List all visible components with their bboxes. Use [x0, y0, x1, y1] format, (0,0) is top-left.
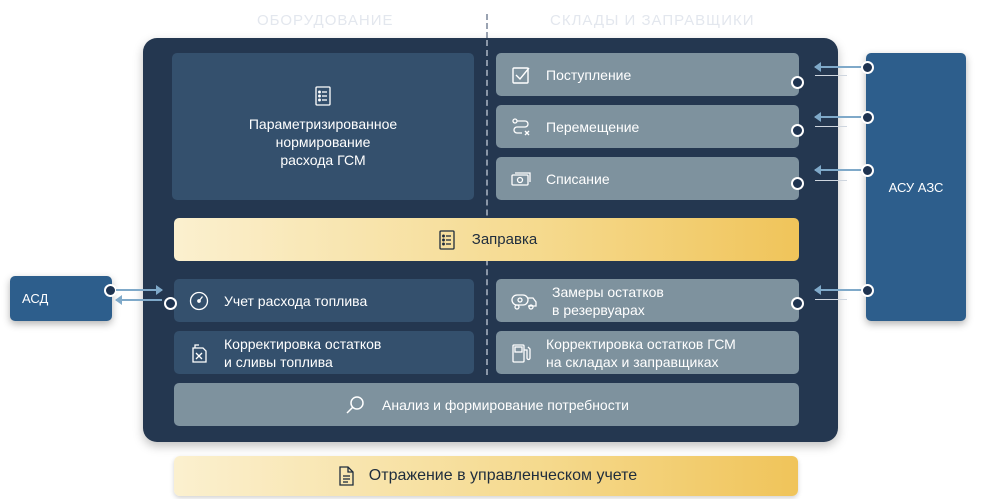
- correction-left-box[interactable]: Корректировка остатков и сливы топлива: [174, 331, 474, 374]
- connector-dot-transfer: [791, 124, 804, 137]
- connector-dot-writeoff: [791, 177, 804, 190]
- asd-label: АСД: [22, 291, 49, 306]
- connector-dot-tank: [791, 297, 804, 310]
- cash-icon: [510, 168, 532, 190]
- param-norm-box[interactable]: Параметризированное нормирование расхода…: [172, 53, 474, 200]
- arrow-back-writeoff: [815, 180, 847, 181]
- asu-azs-label: АСУ АЗС: [888, 179, 944, 195]
- arrow-asu-writeoff: [814, 165, 863, 175]
- column-divider: [486, 40, 488, 375]
- asd-block[interactable]: АСД: [10, 276, 112, 321]
- fuel-pump-icon: [510, 342, 532, 364]
- arrow-asu-tank: [814, 285, 863, 295]
- list-document-icon: [312, 85, 334, 107]
- column-divider-top: [486, 14, 488, 38]
- transfer-label: Перемещение: [546, 118, 640, 135]
- fuel-can-icon: [188, 342, 210, 364]
- management-accounting-bar[interactable]: Отражение в управленческом учете: [174, 456, 798, 496]
- connector-dot-asu-3: [861, 164, 874, 177]
- asu-azs-block[interactable]: АСУ АЗС: [866, 53, 966, 321]
- checkbox-icon: [510, 64, 532, 86]
- analysis-bar[interactable]: Анализ и формирование потребности: [174, 383, 799, 426]
- connector-dot-asu-4: [861, 284, 874, 297]
- arrow-back-transfer: [815, 126, 847, 127]
- writeoff-label: Списание: [546, 170, 610, 187]
- connector-dot-asu-1: [861, 61, 874, 74]
- param-norm-label: Параметризированное нормирование расхода…: [248, 115, 398, 168]
- arrow-back-receipt: [815, 75, 847, 76]
- connector-dot-fuel-usage: [164, 297, 177, 310]
- arrow-back-tank: [815, 299, 847, 300]
- correction-right-box[interactable]: Корректировка остатков ГСМ на складах и …: [496, 331, 799, 374]
- tank-measure-label: Замеры остатков в резервуарах: [552, 283, 664, 318]
- refuel-bar[interactable]: Заправка: [174, 218, 799, 261]
- transfer-box[interactable]: Перемещение: [496, 105, 799, 148]
- gauge-icon: [188, 290, 210, 312]
- correction-left-label: Корректировка остатков и сливы топлива: [224, 335, 382, 370]
- analysis-label: Анализ и формирование потребности: [382, 396, 629, 413]
- magnifier-icon: [344, 394, 366, 416]
- route-icon: [510, 116, 532, 138]
- arrow-asu-receipt: [814, 62, 863, 72]
- arrow-panel-to-asd: [115, 295, 162, 305]
- connector-dot-receipt: [791, 76, 804, 89]
- receipt-label: Поступление: [546, 66, 632, 83]
- connector-dot-asu-2: [861, 111, 874, 124]
- management-accounting-label: Отражение в управленческом учете: [368, 467, 638, 484]
- writeoff-box[interactable]: Списание: [496, 157, 799, 200]
- arrow-asd-to-panel: [116, 285, 163, 295]
- list-document-icon: [436, 229, 458, 251]
- tank-measure-box[interactable]: Замеры остатков в резервуарах: [496, 279, 799, 322]
- column-header-warehouses: СКЛАДЫ И ЗАПРАВЩИКИ: [550, 12, 755, 29]
- receipt-box[interactable]: Поступление: [496, 53, 799, 96]
- correction-right-label: Корректировка остатков ГСМ на складах и …: [546, 335, 736, 370]
- fuel-usage-box[interactable]: Учет расхода топлива: [174, 279, 474, 322]
- document-icon: [335, 465, 357, 487]
- refuel-label: Заправка: [471, 231, 538, 248]
- tanker-truck-icon: [510, 290, 538, 312]
- arrow-asu-transfer: [814, 112, 863, 122]
- column-header-equipment: ОБОРУДОВАНИЕ: [257, 12, 394, 29]
- fuel-usage-label: Учет расхода топлива: [224, 292, 368, 309]
